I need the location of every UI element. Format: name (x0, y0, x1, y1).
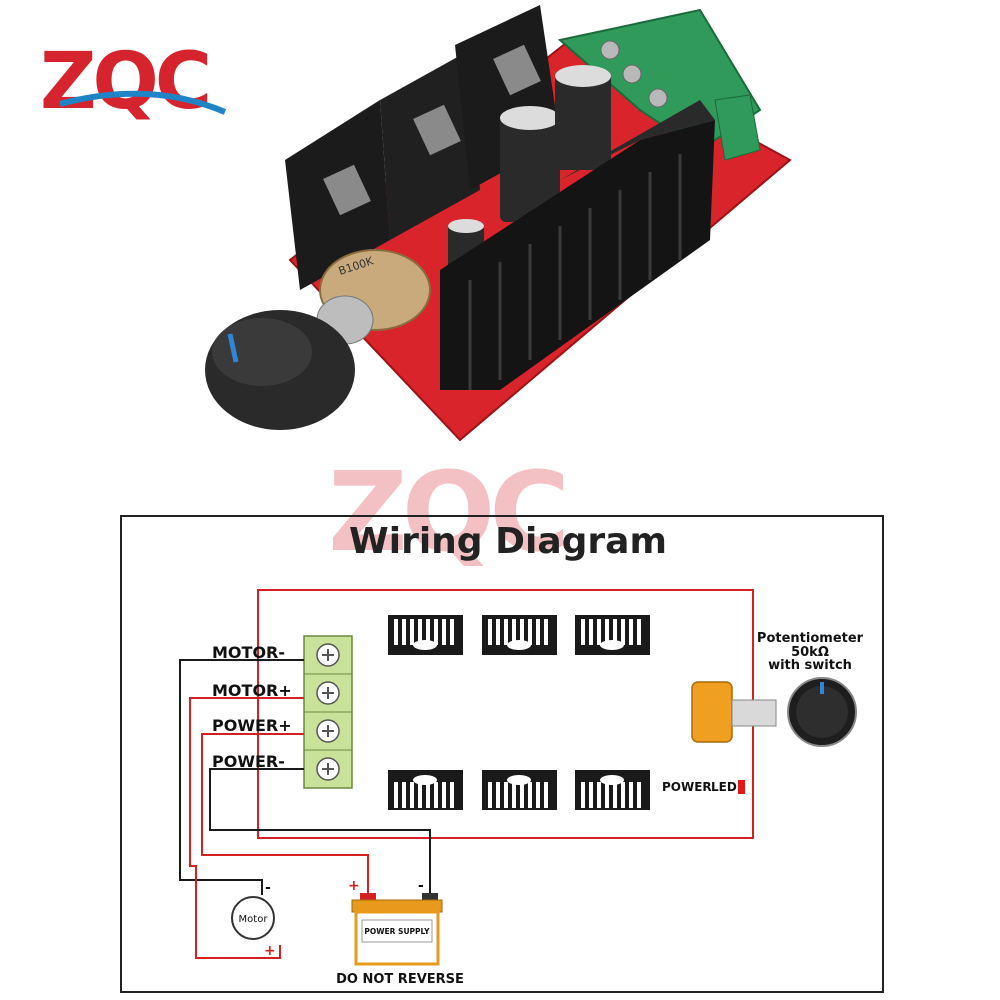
power-led-label-2: LED (711, 780, 737, 794)
battery-top-icon (351, 899, 443, 913)
battery-plus-sign: + (348, 878, 360, 894)
motor-plus-sign: + (264, 943, 276, 959)
wire-power-plus (201, 733, 369, 895)
power-led-icon (738, 780, 745, 794)
pot-shaft-icon (731, 699, 777, 727)
heatsink-2-icon (482, 615, 557, 655)
watermark-text: ZQC (328, 448, 564, 576)
heatsink-1-icon (388, 615, 463, 655)
capacitors (448, 65, 611, 278)
terminal-label-motor-minus: MOTOR- (212, 643, 285, 662)
terminal-label-power-plus: POWER+ (212, 716, 292, 735)
heatsinks-bottom (440, 100, 715, 390)
knob-photo (205, 310, 355, 430)
logo-swoosh-icon (59, 90, 227, 115)
knob-indicator-icon (227, 333, 239, 363)
potentiometer-photo: B100K (316, 249, 431, 345)
pot-label-line2: 50kΩ (791, 645, 829, 660)
product-photo: B100K (205, 5, 792, 442)
heatsink-3-icon (575, 615, 650, 655)
screw-terminal-icon (316, 643, 340, 781)
diagram-heatsinks-bottom (388, 770, 650, 810)
heatsink-4-icon (388, 770, 463, 810)
motor-icon (231, 896, 275, 940)
terminal-label-power-minus: POWER- (212, 752, 285, 771)
wire-motor-minus (179, 659, 304, 895)
wires (179, 659, 431, 959)
pot-body-icon (691, 681, 733, 743)
battery-label: POWER SUPPLY (364, 927, 430, 936)
diagram-heatsinks-top (388, 615, 650, 655)
diagram-battery: POWER SUPPLY + - (348, 878, 443, 966)
diagram-potentiometer (691, 677, 857, 747)
pot-label-line3: with switch (768, 658, 852, 673)
diagram-motor: Motor - + (231, 880, 276, 959)
brand-logo: ZQC (40, 37, 227, 127)
watermark-logo: ZQC (328, 448, 570, 576)
diagram-frame (120, 515, 884, 993)
diagram-terminal-block (303, 635, 353, 789)
wire-power-minus (209, 768, 431, 895)
terminal-label-motor-plus: MOTOR+ (212, 681, 292, 700)
logo-text: ZQC (40, 37, 208, 127)
heatsink-5-icon (482, 770, 557, 810)
pot-label-line1: Potentiometer (757, 631, 864, 646)
heatsink-6-icon (575, 770, 650, 810)
motor-minus-sign: - (265, 880, 271, 896)
motor-label: Motor (239, 914, 269, 925)
power-led-label: POWER (662, 780, 712, 794)
wire-motor-plus (189, 697, 304, 959)
diagram-title: Wiring Diagram (349, 521, 667, 562)
battery-minus-sign: - (418, 878, 424, 894)
warning-text: DO NOT REVERSE (336, 972, 464, 987)
